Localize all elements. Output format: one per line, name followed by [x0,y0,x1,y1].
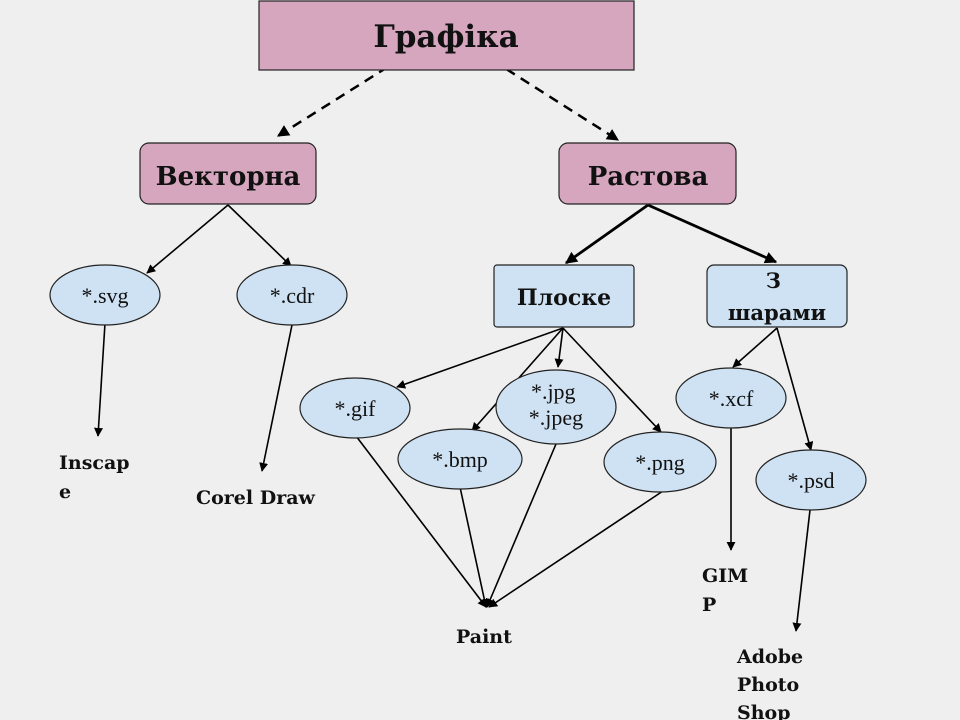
node-layered: З шарами [706,264,848,328]
format-bmp: *.bmp [397,428,523,490]
edge-layered-psd [776,327,814,451]
edge-flat-gif [396,327,564,389]
format-cdr: *.cdr [236,264,348,326]
app-gimp-line-2: P [702,594,716,616]
edge-svg-inkscape [94,322,106,437]
edge-flat-png [562,327,662,433]
format-xcf: *.xcf [675,367,787,429]
app-photoshop-label: Adobe Photo Shop [736,646,810,720]
edges [94,56,814,632]
format-xcf-label: *.xcf [709,386,754,411]
format-psd-label: *.psd [787,468,834,493]
app-inkscape-label: Inscap e [59,452,136,503]
edge-raster-layered [647,203,778,264]
format-png: *.png [603,431,717,493]
format-gif: *.gif [299,377,411,439]
app-gimp-label: GIM P [702,565,755,616]
edge-cdr-corel [259,324,293,472]
edge-raster-flat [565,203,649,265]
app-inkscape-line-2: e [59,481,71,503]
edge-bmp-paint [459,486,489,608]
format-gif-label: *.gif [335,396,377,421]
format-svg: *.svg [49,264,161,326]
format-cdr-label: *.cdr [270,283,315,308]
app-corel-label: Corel Draw [196,487,316,509]
format-png-label: *.png [635,450,685,475]
edge-psd-photoshop [792,509,811,632]
format-jpg-label: *.jpg *.jpeg [529,379,583,430]
node-raster-label: Растова [588,162,709,192]
node-layered-label: З шарами [728,268,826,325]
edge-gif-paint [355,435,487,608]
app-corel-line-1: Corel Draw [196,487,316,509]
node-vector: Векторна [139,142,317,205]
node-layered-line-2: шарами [728,300,826,325]
app-paint-label: Paint [456,626,512,648]
edge-flat-jpg [554,327,564,368]
edge-vector-svg [146,204,229,274]
node-flat: Плоске [493,264,635,328]
format-jpg-line-2: *.jpeg [529,405,583,430]
node-graphics-label: Графіка [373,19,518,55]
app-gimp-line-1: GIM [702,565,748,587]
format-jpg-line-1: *.jpg [531,379,576,404]
format-jpg: *.jpg *.jpeg [495,369,617,445]
format-bmp-label: *.bmp [432,447,488,472]
edge-graphics-raster [491,58,620,142]
node-graphics: Графіка [258,0,635,71]
format-psd: *.psd [755,449,867,511]
edge-layered-xcf [732,327,778,368]
node-vector-label: Векторна [156,162,301,192]
edge-png-paint [488,490,664,608]
format-svg-label: *.svg [81,283,128,308]
node-raster: Растова [558,142,737,205]
app-photoshop-line-1: Adobe [736,646,803,668]
app-inkscape-line-1: Inscap [59,452,130,474]
edge-graphics-vector [276,56,403,138]
app-photoshop-line-2: Photo [737,674,799,696]
node-layered-line-1: З [766,268,781,293]
edge-vector-cdr [227,204,292,267]
app-photoshop-line-3: Shop [737,702,791,720]
node-flat-label: Плоске [517,285,611,311]
app-paint-line-1: Paint [456,626,512,648]
edge-jpg-paint [486,443,557,608]
